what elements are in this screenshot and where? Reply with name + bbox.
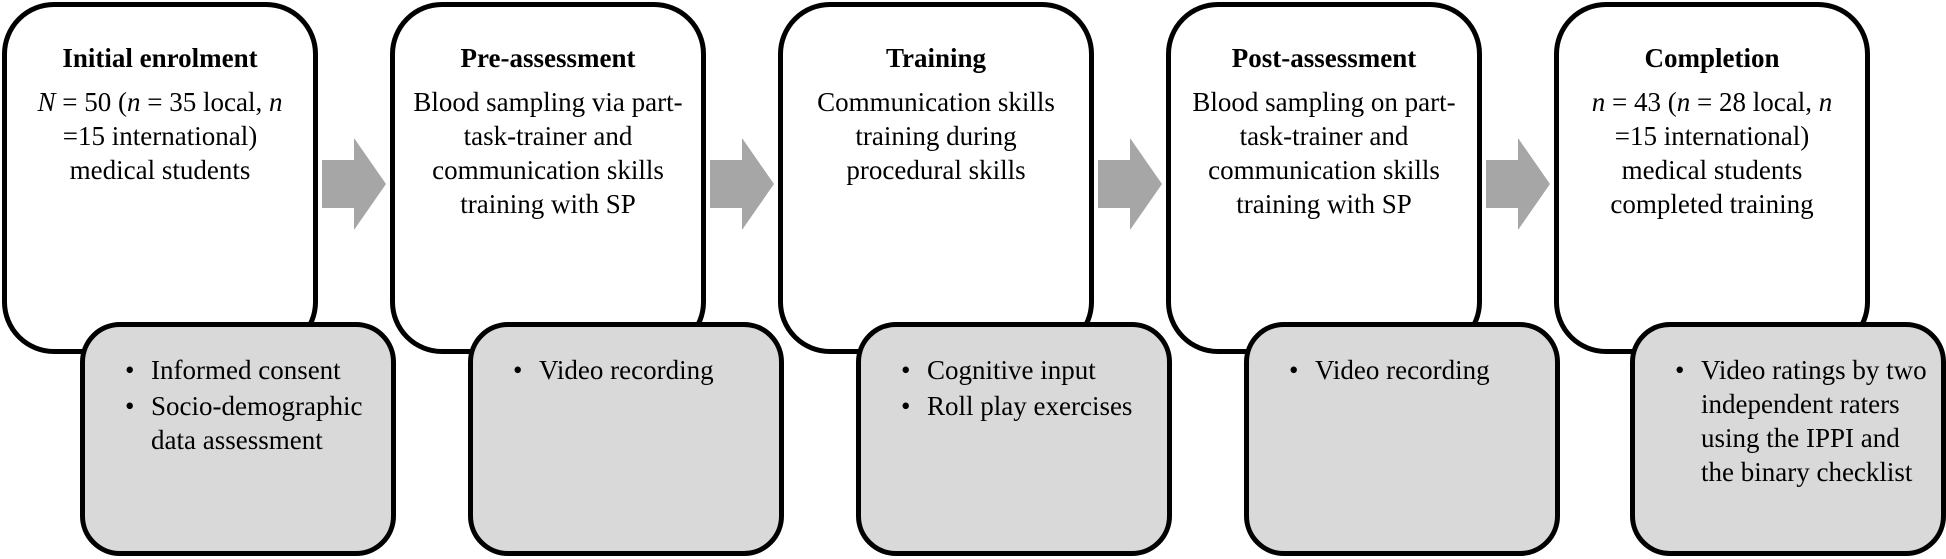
stage-text-part: n xyxy=(1591,87,1606,117)
list-item: • Socio-demographic data assessment xyxy=(125,389,377,457)
arrow-right-icon xyxy=(322,138,386,230)
stage-detail-box-pre-assessment: • Video recording xyxy=(468,322,784,556)
list-item-text: Informed consent xyxy=(151,355,341,385)
stage-description: Blood sampling via part-task-trainer and… xyxy=(411,85,685,221)
stage-description: Blood sampling on part-task-trainer and … xyxy=(1187,85,1461,221)
bullet-list: • Video recording xyxy=(1285,353,1541,387)
stage-detail-box-post-assessment: • Video recording xyxy=(1244,322,1560,556)
list-item-text: Video recording xyxy=(1315,355,1490,385)
list-item-text: Socio-demographic data assessment xyxy=(151,391,363,455)
list-item: • Video recording xyxy=(1289,353,1541,387)
stage-box-training: Training Communication skills training d… xyxy=(778,2,1094,354)
bullet-icon: • xyxy=(1675,355,1685,385)
stage-text-part: N xyxy=(37,87,56,117)
stage-text-part: = 28 local, xyxy=(1690,87,1819,117)
stage-box-completion: Completion n = 43 (n = 28 local, n =15 i… xyxy=(1554,2,1870,354)
list-item-text: Video ratings by two independent raters … xyxy=(1701,355,1927,487)
bullet-icon: • xyxy=(901,391,911,421)
list-item-text: Video recording xyxy=(539,355,714,385)
stage-text-part: Communication skills training during pro… xyxy=(817,87,1055,185)
list-item: • Informed consent xyxy=(125,353,377,387)
stage-box-post-assessment: Post-assessment Blood sampling on part-t… xyxy=(1166,2,1482,354)
list-item: • Roll play exercises xyxy=(901,389,1153,423)
stage-text-part: Blood sampling on part-task-trainer and … xyxy=(1192,87,1456,219)
stage-detail-box-completion: • Video ratings by two independent raters… xyxy=(1630,322,1946,556)
list-item-text: Cognitive input xyxy=(927,355,1096,385)
stage-box-initial-enrolment: Initial enrolment N = 50 (n = 35 local, … xyxy=(2,2,318,354)
stage-text-part: n xyxy=(127,87,141,117)
stage-text-part: = 35 local, xyxy=(140,87,269,117)
bullet-icon: • xyxy=(513,355,523,385)
list-item: • Video recording xyxy=(513,353,765,387)
arrow-right-icon xyxy=(1098,138,1162,230)
stage-detail-box-initial-enrolment: • Informed consent • Socio-demographic dat… xyxy=(80,322,396,556)
stage-text-part: = 43 ( xyxy=(1605,87,1677,117)
stage-text-part: =15 international) medical students xyxy=(62,121,258,185)
bullet-list: • Video recording xyxy=(509,353,765,387)
bullet-icon: • xyxy=(901,355,911,385)
stage-title: Post-assessment xyxy=(1231,43,1417,73)
bullet-icon: • xyxy=(125,391,135,421)
list-item: • Cognitive input xyxy=(901,353,1153,387)
bullet-list: • Video ratings by two independent raters… xyxy=(1671,353,1927,489)
stage-description: N = 50 (n = 35 local, n =15 internationa… xyxy=(23,85,297,187)
stage-text-part: = 50 ( xyxy=(55,87,128,117)
list-item-text: Roll play exercises xyxy=(927,391,1133,421)
arrow-right-icon xyxy=(1486,138,1550,230)
bullet-icon: • xyxy=(1289,355,1299,385)
stage-title: Initial enrolment xyxy=(62,43,258,73)
stage-title: Training xyxy=(885,43,987,73)
arrow-right-icon xyxy=(710,138,774,230)
stage-description: Communication skills training during pro… xyxy=(799,85,1073,187)
stage-text-part: n xyxy=(1676,87,1691,117)
bullet-list: • Informed consent • Socio-demographic dat… xyxy=(121,353,377,457)
stage-detail-box-training: • Cognitive input • Roll play exercises xyxy=(856,322,1172,556)
stage-text-part: Blood sampling via part-task-trainer and… xyxy=(413,87,683,219)
bullet-list: • Cognitive input • Roll play exercises xyxy=(897,353,1153,423)
list-item: • Video ratings by two independent raters… xyxy=(1675,353,1927,489)
stage-box-pre-assessment: Pre-assessment Blood sampling via part-t… xyxy=(390,2,706,354)
stage-text-part: =15 international) medical students comp… xyxy=(1610,121,1814,219)
stage-title: Pre-assessment xyxy=(460,43,636,73)
stage-text-part: n xyxy=(1818,87,1833,117)
bullet-icon: • xyxy=(125,355,135,385)
stage-description: n = 43 (n = 28 local, n =15 internationa… xyxy=(1575,85,1849,221)
stage-text-part: n xyxy=(268,87,283,117)
stage-title: Completion xyxy=(1644,43,1780,73)
